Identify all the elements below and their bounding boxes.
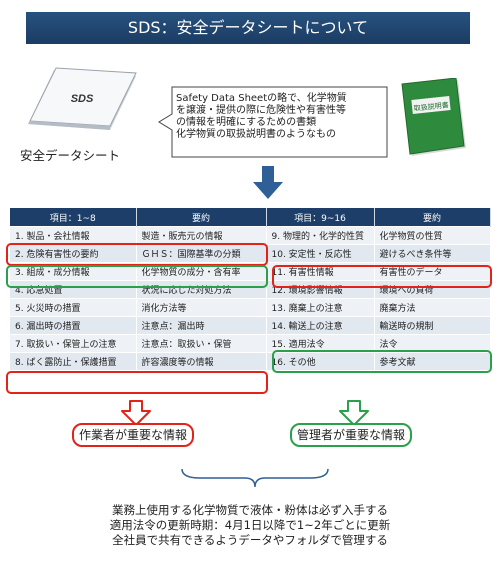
- item-cell: 2. 危険有害性の要約: [10, 244, 137, 263]
- speech-bubble: [158, 86, 388, 158]
- note-line: 適用法令の更新時期：4月1日以降で1~2年ごとに更新: [109, 518, 391, 532]
- red-down-arrow-icon: [121, 400, 151, 426]
- item-cell: 3. 組成・成分情報: [10, 262, 137, 281]
- column-header: 要約: [374, 208, 491, 227]
- item-cell: 15. 適用法令: [266, 334, 375, 353]
- manager-important-info-box: 管理者が重要な情報: [290, 423, 412, 447]
- summary-cell: 参考文献: [374, 352, 491, 370]
- highlight-frame-red: [6, 371, 268, 394]
- table-row: 1. 製品・会社情報 製造・販売元の情報 9. 物理的・化学的性質 化学物質の性…: [10, 226, 491, 245]
- summary-cell: 環境への負荷: [374, 280, 491, 299]
- table-row: 5. 火災時の措置 消化方法等 13. 廃棄上の注意 廃棄方法: [10, 298, 491, 317]
- table-row: 6. 漏出時の措置 注意点：漏出時 14. 輸送上の注意 輸送時の規制: [10, 316, 491, 335]
- page-title: SDS：安全データシートについて: [26, 12, 470, 44]
- book-label: 取扱説明書: [413, 100, 449, 113]
- column-header: 要約: [136, 208, 267, 227]
- item-cell: 16. その他: [266, 352, 375, 370]
- summary-cell: 許容濃度等の情報: [136, 352, 267, 370]
- column-header: 項目：1~8: [10, 208, 137, 227]
- summary-cell: 消化方法等: [136, 298, 267, 317]
- table-row: 3. 組成・成分情報 化学物質の成分・含有率 11. 有害性情報 有害性のデータ: [10, 262, 491, 281]
- sds-doc-label: SDS: [71, 93, 94, 105]
- speech-line: を譲渡・提供の際に危険性や有害性等: [176, 105, 346, 116]
- note-line: 業務上使用する化学物質で液体・粉体は必ず入手する: [112, 503, 388, 517]
- item-cell: 11. 有害性情報: [266, 262, 375, 281]
- summary-cell: 法令: [374, 334, 491, 353]
- item-cell: 7. 取扱い・保管上の注意: [10, 334, 137, 353]
- item-cell: 12. 環境影響情報: [266, 280, 375, 299]
- item-cell: 13. 廃棄上の注意: [266, 298, 375, 317]
- manual-book-icon: 取扱説明書: [401, 78, 466, 156]
- note-line: 全社員で共有できるようデータやフォルダで管理する: [112, 533, 388, 547]
- sds-document-icon: SDS: [28, 67, 137, 130]
- summary-cell: 有害性のデータ: [374, 262, 491, 281]
- grouping-bracket: [181, 468, 329, 488]
- summary-cell: 廃棄方法: [374, 298, 491, 317]
- worker-important-info-box: 作業者が重要な情報: [72, 423, 194, 447]
- sds-items-table: 項目：1~8 要約 項目：9~16 要約 1. 製品・会社情報 製造・販売元の情…: [10, 208, 491, 370]
- item-cell: 6. 漏出時の措置: [10, 316, 137, 335]
- summary-cell: 注意点：取扱い・保管: [136, 334, 267, 353]
- summary-cell: 製造・販売元の情報: [136, 226, 267, 245]
- item-cell: 14. 輸送上の注意: [266, 316, 375, 335]
- summary-cell: ＧＨＳ：国際基準の分類: [136, 244, 267, 263]
- summary-cell: 化学物質の性質: [374, 226, 491, 245]
- down-arrow-icon: [253, 166, 283, 199]
- item-cell: 5. 火災時の措置: [10, 298, 137, 317]
- column-header: 項目：9~16: [266, 208, 375, 227]
- item-cell: 10. 安定性・反応性: [266, 244, 375, 263]
- table-row: 4. 応急処置 状況に応じた対処方法 12. 環境影響情報 環境への負荷: [10, 280, 491, 299]
- green-down-arrow-icon: [339, 400, 369, 426]
- summary-cell: 避けるべき条件等: [374, 244, 491, 263]
- speech-line: 化学物質の取扱説明書のようなもの: [176, 129, 336, 140]
- item-cell: 9. 物理的・化学的性質: [266, 226, 375, 245]
- item-cell: 1. 製品・会社情報: [10, 226, 137, 245]
- table-row: 7. 取扱い・保管上の注意 注意点：取扱い・保管 15. 適用法令 法令: [10, 334, 491, 353]
- speech-line: Safety Data Sheetの略で、化学物質: [176, 93, 347, 104]
- summary-cell: 化学物質の成分・含有率: [136, 262, 267, 281]
- table-header-row: 項目：1~8 要約 項目：9~16 要約: [10, 208, 491, 227]
- summary-cell: 注意点：漏出時: [136, 316, 267, 335]
- item-cell: 8. ばく露防止・保護措置: [10, 352, 137, 370]
- table-row: 2. 危険有害性の要約 ＧＨＳ：国際基準の分類 10. 安定性・反応性 避けるべ…: [10, 244, 491, 263]
- item-cell: 4. 応急処置: [10, 280, 137, 299]
- table-row: 8. ばく露防止・保護措置 許容濃度等の情報 16. その他 参考文献: [10, 352, 491, 370]
- summary-cell: 輸送時の規制: [374, 316, 491, 335]
- summary-cell: 状況に応じた対処方法: [136, 280, 267, 299]
- speech-line: の情報を明確にするための書類: [176, 117, 317, 128]
- sds-caption: 安全データシート: [20, 148, 121, 163]
